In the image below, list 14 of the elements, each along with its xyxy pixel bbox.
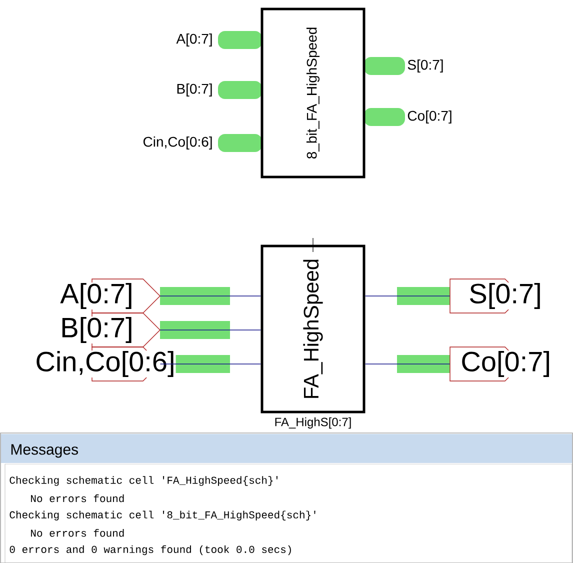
instance-box: FA_HighSpeed <box>260 244 366 414</box>
window-title: Messages <box>11 444 78 458</box>
pin-label: A[0:7] <box>176 33 212 47</box>
message-line: 0 errors and 0 warnings found (took 0.0 secs) <box>10 545 291 556</box>
pin-label: Co[0:7] <box>408 110 452 124</box>
pin-label: S[0:7] <box>408 59 443 73</box>
pin-label: B[0:7] <box>177 83 212 97</box>
pin-label: Cin,Co[0:6] <box>143 136 212 150</box>
symbol-box: 8_bit_FA_HighSpeed <box>260 8 366 178</box>
message-line: Checking schematic cell 'FA_HighSpeed{sch}' <box>10 476 278 486</box>
instance-name: FA_HighS[0:7] <box>275 417 351 429</box>
message-line: No errors found <box>31 529 124 537</box>
message-line: No errors found <box>31 494 124 502</box>
message-line: Checking schematic cell '8_bit_FA_HighSpeed{sch}' <box>10 510 316 520</box>
